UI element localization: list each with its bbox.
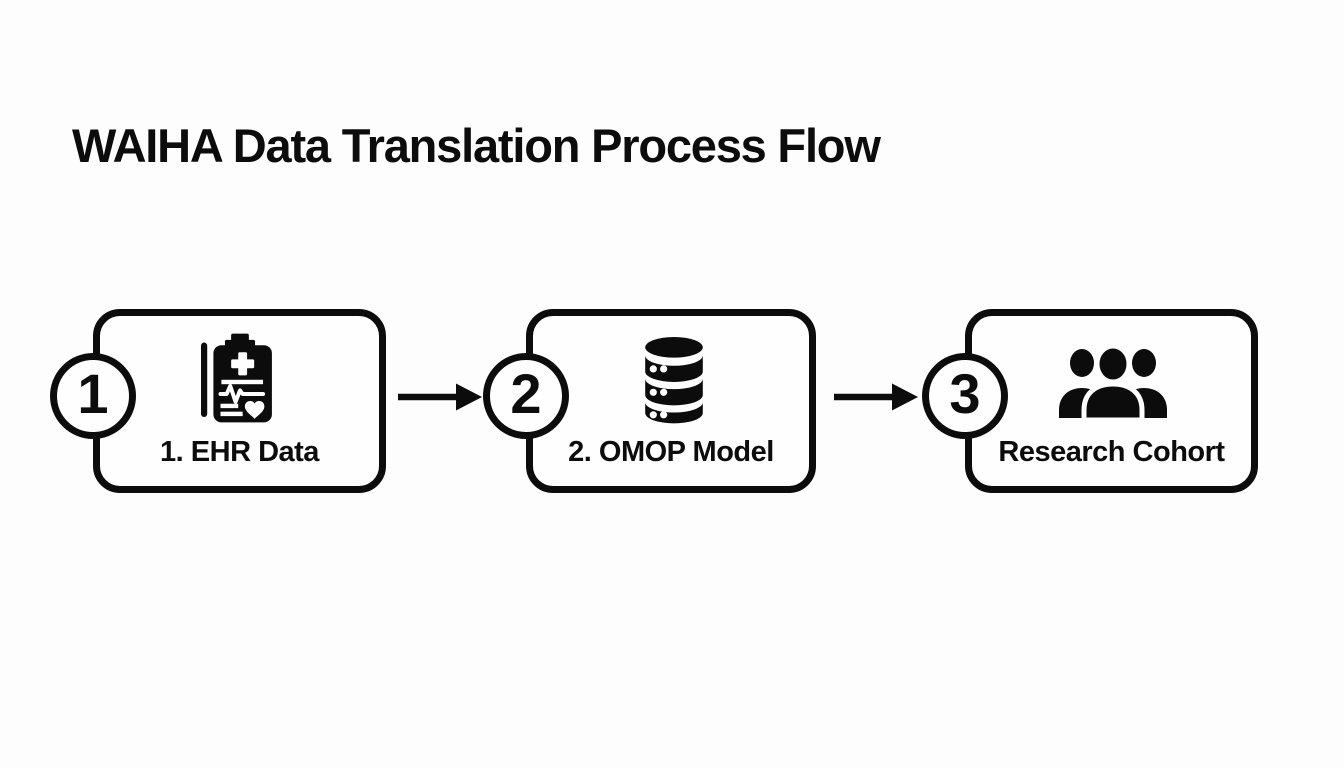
step-number: 3 — [949, 362, 981, 425]
step-number-badge-2: 2 — [483, 353, 569, 439]
step-label-ehr-data: 1. EHR Data — [160, 436, 319, 468]
step-number-badge-3: 3 — [922, 353, 1008, 439]
medical-clipboard-icon — [201, 333, 272, 423]
step-number: 2 — [510, 362, 542, 425]
database-icon — [645, 336, 703, 424]
diagram-title: WAIHA Data Translation Process Flow — [72, 119, 881, 172]
people-group-icon — [1059, 346, 1167, 418]
step-label-omop-model: 2. OMOP Model — [568, 436, 774, 468]
step-number: 1 — [77, 362, 109, 425]
arrow-right-icon — [398, 383, 482, 411]
step-label-research-cohort: Research Cohort — [998, 436, 1225, 468]
arrow-right-icon — [834, 383, 918, 411]
step-number-badge-1: 1 — [50, 353, 136, 439]
